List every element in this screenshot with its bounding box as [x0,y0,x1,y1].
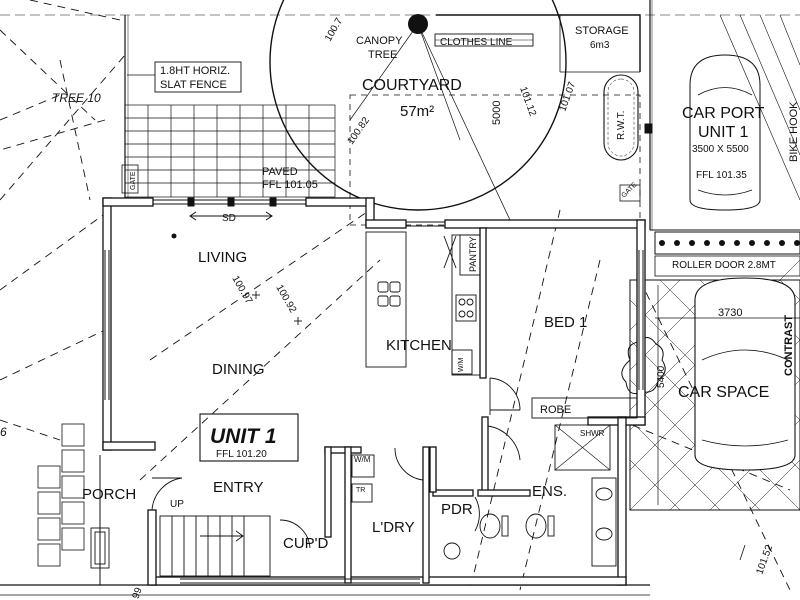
fixtures [90,231,638,577]
label-storage-volume: 6m3 [590,40,610,51]
label-fence-line2: SLAT FENCE [160,79,227,91]
label-tr: TR [356,487,365,494]
label-edge-6: 6 [0,425,7,439]
label-level-100-92: 100.92 [273,283,298,315]
label-level-100-97: 100.97 [229,274,254,306]
label-clothes-line: CLOTHES LINE [440,37,513,48]
label-carport-line1: CAR PORT [682,105,765,122]
label-laundry: L'DRY [372,519,415,536]
label-level-100-7: 100.7 [323,16,345,44]
label-paved: PAVED [262,166,298,178]
label-dim-5400: 5400 [656,365,667,388]
label-cupboard: CUP'D [283,535,329,552]
label-paved-ffl: FFL 101.05 [262,179,318,191]
label-dim-5000: 5000 [491,101,503,125]
label-bike-hook: BIKE HOOK [788,101,800,162]
label-pantry: PANTRY [468,236,478,272]
window-marks [104,197,644,584]
label-courtyard: COURTYARD [362,77,462,94]
label-courtyard-area: 57m² [400,103,434,120]
label-wm-kitchen: W/M [458,357,465,372]
label-canopy-line1: CANOPY [356,35,403,47]
label-gate-left: GATE [130,171,137,190]
label-edge-99: 99 [131,586,145,600]
label-level-101-12: 101.12 [517,85,538,118]
label-living: LIVING [198,249,247,266]
label-unit1: UNIT 1 [210,425,277,448]
label-entry: ENTRY [213,479,264,496]
label-sd: SD [222,213,236,224]
label-car-space: CAR SPACE [678,384,769,401]
label-unit1-ffl: FFL 101.20 [216,449,267,460]
label-robe: ROBE [540,404,571,416]
label-ensuite: ENS. [532,483,567,500]
label-carport-line2: UNIT 1 [698,124,748,141]
label-porch: PORCH [82,486,136,503]
label-dining: DINING [212,361,265,378]
label-carport-ffl: FFL 101.35 [696,170,747,181]
label-level-101-52: 101.52 [754,543,775,576]
label-contrast: CONTRAST [783,315,795,376]
label-pdr: PDR [441,501,473,518]
label-level-100-82: 100.82 [345,115,372,147]
label-dim-3730: 3730 [718,307,742,319]
label-fence-line1: 1.8HT HORIZ. [160,65,230,77]
label-kitchen: KITCHEN [386,337,452,354]
label-canopy-line2: TREE [368,49,397,61]
label-gate-right: GATE [620,181,638,199]
label-tree10: TREE 10 [52,91,101,105]
building-walls [102,197,646,586]
label-storage: STORAGE [575,25,629,37]
label-carport-dimensions: 3500 X 5500 [692,144,749,155]
labels: TREE 10 1.8HT HORIZ. SLAT FENCE CANOPY T… [0,16,800,600]
label-rwt: R.W.T. [616,111,627,140]
label-level-101-07: 101.07 [557,80,578,113]
label-wm-laundry: W/M [354,455,371,464]
label-up: UP [170,499,184,510]
label-bed1: BED 1 [544,314,587,331]
label-shower: SHWR [580,429,605,438]
label-roller-door: ROLLER DOOR 2.8MT [672,260,776,271]
